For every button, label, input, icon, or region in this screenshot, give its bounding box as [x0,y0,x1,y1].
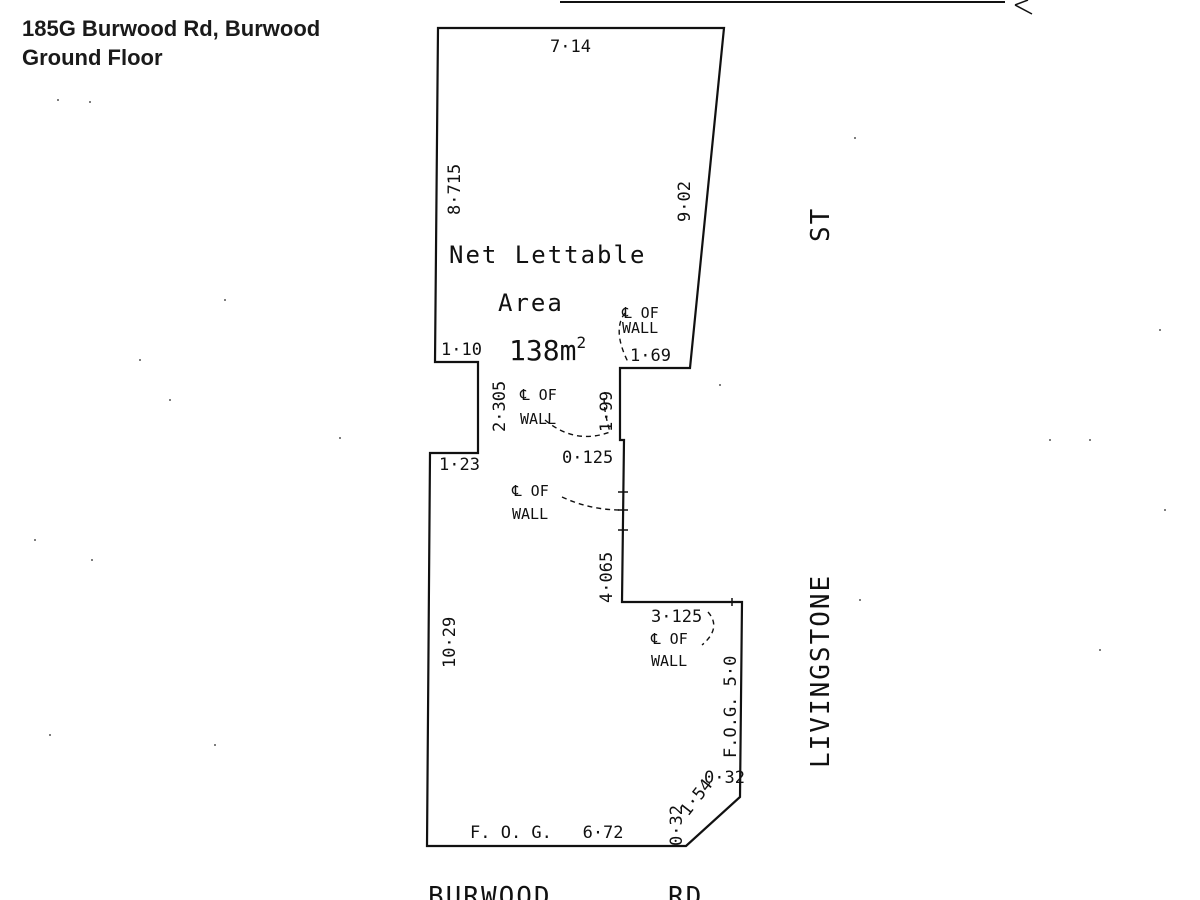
dim-lower-left-top: 1·23 [439,455,480,475]
dim-left-upper: 8·715 [445,164,465,215]
dim-lower-left: 10·29 [440,617,460,668]
centreline-mid-line1: ℄ OF [519,386,557,404]
dim-top: 7·14 [550,37,591,57]
dim-right-upper: 9·02 [675,181,695,222]
area-value: 138m2 [509,333,586,367]
centreline-mid-line2: WALL [520,410,556,428]
top-boundary-mark [1014,0,1033,15]
dim-notch-left: 2·305 [490,381,510,432]
area-unit-superscript: 2 [576,333,586,352]
area-label-line2: Area [498,289,564,317]
centreline-step-line1: ℄ OF [650,630,688,648]
centreline-lower-line1: ℄ OF [511,482,549,500]
dim-notch-right: 1·99 [597,391,617,432]
centreline-upper-line2: WALL [622,319,658,337]
centreline-lower-line2: WALL [512,505,548,523]
floor-text: Ground Floor [22,45,163,70]
centreline-leaders [544,312,715,646]
dim-mid-ledge: 0·125 [562,448,613,468]
centreline-upper-line1: ℄ OF [621,304,659,322]
street-bottom-suffix: RD [668,882,703,900]
floor-outline [425,26,744,848]
dim-bottom: F. O. G. 6·72 [470,823,624,843]
dim-lower-step: 3·125 [651,607,702,627]
plan-title: 185G Burwood Rd, Burwood Ground Floor [22,14,320,72]
address-text: 185G Burwood Rd, Burwood [22,16,321,41]
street-right-name: LIVINGSTONE [806,574,836,768]
dim-step-right: 1·69 [630,346,671,366]
wall-ticks [618,491,628,531]
street-bottom-name: BURWOOD [428,882,552,900]
dim-fog-right: F.O.G. 5·0 [721,656,741,758]
dim-corner-right: 0·32 [704,768,745,788]
area-label-line1: Net Lettable [449,241,646,269]
scan-specks [34,99,1166,746]
centreline-step-line2: WALL [651,652,687,670]
dim-corner-bottom: 0·32 [667,805,687,846]
dim-step-left: 1·10 [441,340,482,360]
street-right-suffix: ST [806,207,836,242]
area-number: 138m [509,334,576,367]
dim-mid-right: 4·065 [597,552,617,603]
